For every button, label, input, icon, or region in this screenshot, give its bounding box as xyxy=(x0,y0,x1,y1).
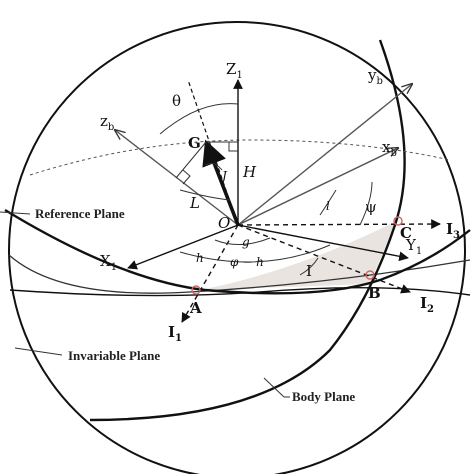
label-h: H xyxy=(242,163,257,181)
body-equator-arc xyxy=(29,139,451,176)
point-b-marker xyxy=(365,270,375,280)
invariable-plane-curve xyxy=(4,208,471,295)
point-a-marker xyxy=(191,285,201,295)
caption-invariable-plane: Invariable Plane xyxy=(68,348,160,363)
x1-axis xyxy=(127,224,239,270)
y1-axis xyxy=(237,224,409,262)
label-h-angle: h xyxy=(196,251,204,265)
axes xyxy=(115,79,441,323)
label-i-angle: I xyxy=(306,262,312,280)
label-o: O xyxy=(218,214,230,232)
label-point-b: B xyxy=(368,284,381,302)
caption-body-plane: Body Plane xyxy=(292,389,355,404)
caption-leaders xyxy=(0,211,290,398)
yb-axis xyxy=(237,84,412,226)
label-phi-minus-h: φ − h xyxy=(230,255,264,269)
label-theta: θ xyxy=(172,92,181,110)
caption-reference-plane: Reference Plane xyxy=(35,206,125,221)
label-l-angle: l xyxy=(326,199,330,213)
point-c-marker xyxy=(393,216,403,226)
label-l-momentum: L xyxy=(189,194,200,212)
label-point-a: A xyxy=(189,299,202,317)
label-point-c: C xyxy=(400,224,412,242)
label-i3: I3 xyxy=(446,220,460,241)
i3-axis xyxy=(237,219,441,229)
label-i1: I1 xyxy=(168,323,182,344)
outer-sphere xyxy=(8,21,466,474)
label-z1: Z1 xyxy=(226,60,243,81)
label-i2: I2 xyxy=(420,294,434,315)
label-j: J xyxy=(219,169,228,183)
projection-lines xyxy=(159,103,373,276)
g-vector xyxy=(202,139,240,226)
label-g: G xyxy=(188,134,201,152)
shaded-triangle-abc xyxy=(200,220,398,290)
label-x1: X1 xyxy=(100,252,117,273)
label-zb: zb xyxy=(100,112,114,133)
i2-axis xyxy=(237,224,411,294)
label-psi: ψ xyxy=(365,198,377,216)
label-y1: Y1 xyxy=(405,236,422,257)
i1-axis xyxy=(181,224,239,323)
dashed-og-line xyxy=(187,79,239,226)
reference-plane-curve xyxy=(8,254,471,294)
body-plane-curve xyxy=(89,39,406,422)
label-yb: yb xyxy=(367,66,383,87)
xb-axis xyxy=(237,148,398,226)
label-g-angle: g xyxy=(242,235,250,249)
label-xb: xb xyxy=(382,138,397,159)
